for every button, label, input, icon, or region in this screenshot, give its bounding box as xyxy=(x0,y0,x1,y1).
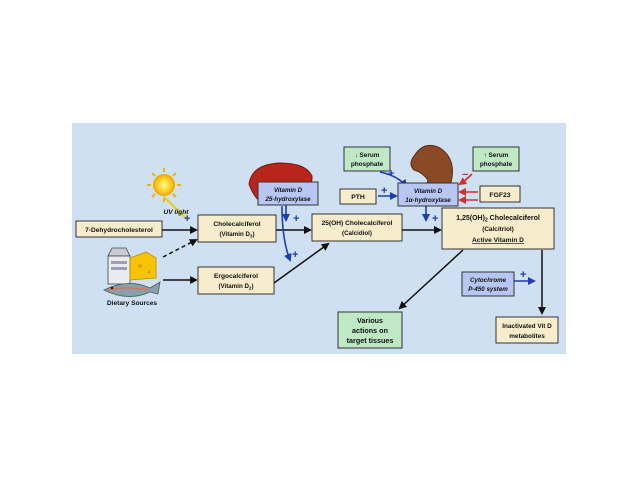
regulatory-arrows xyxy=(281,171,536,285)
cytochrome-label: Cytochrome xyxy=(470,277,507,284)
calcitriol-sublabel: (Calcitriol) xyxy=(482,226,514,233)
plus-sign: + xyxy=(292,249,298,261)
serum-phosphate-low-sublabel: phosphate xyxy=(351,161,384,168)
active-vitamin-d-label: Active Vitamin D xyxy=(472,237,524,244)
uv-light-label: UV light xyxy=(164,209,190,216)
hydroxylase-25-label: Vitamin D xyxy=(274,187,303,194)
cholecalciferol-box xyxy=(197,214,277,243)
calcitriol-label: 1,25(OH)2 Cholecalciferol xyxy=(456,215,540,224)
plus-sign: + xyxy=(388,168,394,180)
serum-phosphate-high-sublabel: phosphate xyxy=(480,161,513,168)
pathway-arrows xyxy=(162,226,546,315)
sun-icon xyxy=(147,168,181,202)
ergocalciferol-label: Ergocalciferol xyxy=(214,273,258,280)
hydroxylase-1a-sublabel: 1α-hydroxylase xyxy=(405,197,451,204)
calcidiol-box xyxy=(311,213,403,242)
dietary-sources-label: Dietary Sources xyxy=(107,300,158,307)
hydroxylase-1a-label: Vitamin D xyxy=(414,188,443,195)
fgf23-label: FGF23 xyxy=(489,192,510,199)
dietary-food-icon xyxy=(103,247,161,297)
various-actions-label: Various xyxy=(357,316,383,325)
plus-sign: + xyxy=(184,213,190,225)
uv-light-beam xyxy=(163,196,189,221)
serum-phosphate-high-label: ↑ Serum xyxy=(484,152,509,159)
inactivated-box xyxy=(495,316,559,344)
serum-phosphate-low-box xyxy=(343,146,391,172)
various-actions-line3: target tissues xyxy=(347,336,394,345)
pth-label: PTH xyxy=(351,194,365,201)
hydroxylase-25-box xyxy=(257,181,319,206)
various-actions-box xyxy=(337,311,403,349)
inactivated-label: Inactivated Vit D xyxy=(502,323,552,330)
plus-sign: + xyxy=(293,213,299,225)
ergocalciferol-sublabel: (Vitamin D2) xyxy=(218,283,253,291)
calcidiol-label: 25(OH) Cholecalciferol xyxy=(322,220,393,227)
dehydrocholesterol-label: 7-Dehydrocholesterol xyxy=(85,227,153,234)
cytochrome-sublabel: P-450 system xyxy=(468,286,508,293)
fgf23-box xyxy=(479,185,521,203)
dehydrocholesterol-box xyxy=(75,220,163,238)
ergocalciferol-box xyxy=(197,266,275,295)
plus-sign: + xyxy=(432,213,438,225)
serum-phosphate-high-box xyxy=(472,146,520,172)
calcidiol-sublabel: (Calcidiol) xyxy=(342,230,372,237)
minus-sign: − xyxy=(462,169,468,181)
plus-sign: + xyxy=(520,269,526,281)
various-actions-line2: actions on xyxy=(352,326,388,335)
serum-phosphate-low-label: ↓ Serum xyxy=(355,152,380,159)
cholecalciferol-sublabel: (Vitamin D3) xyxy=(219,231,254,239)
cholecalciferol-label: Cholecalciferol xyxy=(213,221,260,228)
plus-sign: + xyxy=(381,185,387,197)
hydroxylase-1a-box xyxy=(397,182,459,207)
inactivated-sublabel: metabolites xyxy=(509,333,545,340)
inhibitory-arrows xyxy=(458,173,478,204)
calcitriol-box xyxy=(441,207,555,250)
hydroxylase-25-sublabel: 25-hydroxylase xyxy=(264,196,311,203)
cytochrome-box xyxy=(461,271,515,297)
pth-box xyxy=(339,188,377,205)
